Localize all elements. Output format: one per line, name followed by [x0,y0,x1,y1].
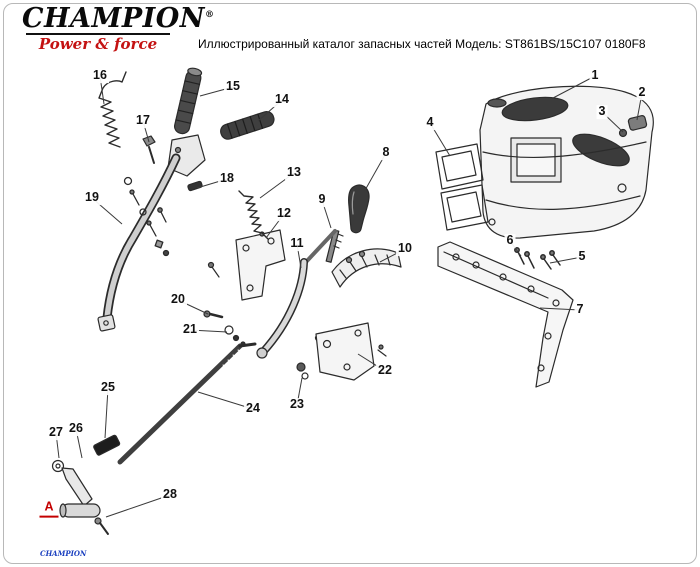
callout-28: 28 [161,487,179,502]
callout-A: A [39,500,59,518]
callout-4: 4 [424,115,436,130]
spacer-art [296,362,309,380]
callout-8: 8 [380,145,392,160]
crank-handle-art [51,459,109,535]
console-panel-art [479,85,654,239]
handle-bracket-art [207,229,286,301]
callout-9: 9 [316,192,328,207]
logo-wordmark: CHAMPION® [22,3,215,34]
left-grip-art [174,67,203,135]
callout-24: 24 [244,401,262,416]
coupler-art [93,434,121,456]
callout-6: 6 [504,233,516,248]
fastener-cluster-art [123,176,170,257]
callout-20: 20 [169,292,187,307]
long-rod-art [117,342,257,465]
registered-mark-icon: ® [204,10,215,20]
lever-tube-art [256,229,337,359]
callout-3: 3 [596,104,608,119]
logo-divider [26,33,170,35]
champion-logo: CHAMPION® Power & force [22,3,215,53]
callout-11: 11 [288,236,306,251]
cap-bushing-art [618,115,648,138]
curved-guard-art [331,248,402,288]
callout-14: 14 [273,92,291,107]
callout-27: 27 [47,425,65,440]
handlebar-tube-art [97,153,181,332]
callout-13: 13 [285,165,303,180]
logo-slogan: Power & force [38,35,158,53]
callout-23: 23 [288,397,306,412]
lower-bracket-art [437,241,574,388]
callout-21: 21 [181,322,199,337]
callout-1: 1 [589,68,601,83]
callout-15: 15 [224,79,242,94]
callout-22: 22 [376,363,394,378]
callout-17: 17 [134,113,152,128]
spring-left-art [98,71,127,148]
catalog-title: Иллюстрированный каталог запасных частей… [198,37,646,51]
spring-right-art [238,190,269,240]
callout-12: 12 [275,206,293,221]
callout-18: 18 [218,171,236,186]
callout-19: 19 [83,190,101,205]
footer-watermark: CHAMPION [40,549,87,558]
callout-25: 25 [99,380,117,395]
callout-16: 16 [91,68,109,83]
side-plate-art [315,322,387,381]
shift-knob-art [325,184,370,263]
callout-7: 7 [574,302,586,317]
callout-26: 26 [67,421,85,436]
callout-10: 10 [396,241,414,256]
frame-plates-art [435,143,489,231]
callout-2: 2 [636,85,648,100]
callout-5: 5 [576,249,588,264]
